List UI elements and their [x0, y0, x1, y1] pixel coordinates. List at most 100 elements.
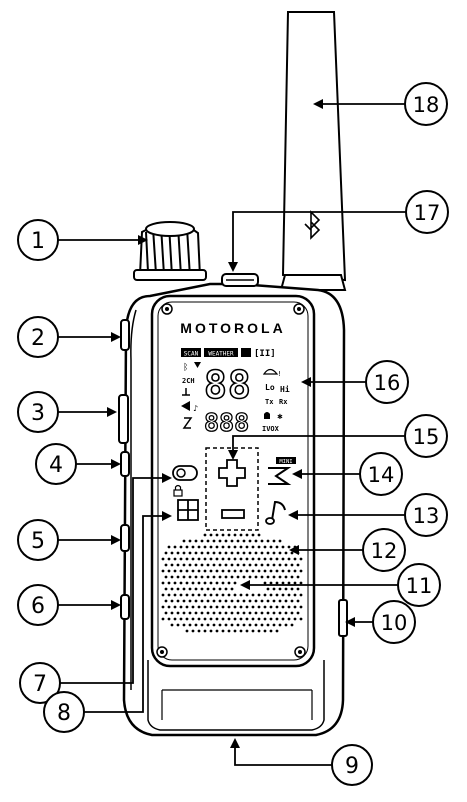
callout-17: 17	[405, 190, 449, 234]
grille-hole	[281, 545, 285, 549]
grille-hole	[257, 605, 261, 609]
grille-hole	[212, 575, 216, 579]
grille-hole	[194, 599, 198, 603]
grille-hole	[191, 605, 195, 609]
grille-hole	[242, 599, 246, 603]
grille-hole	[179, 581, 183, 585]
grille-hole	[290, 551, 294, 555]
grille-hole	[287, 581, 291, 585]
callout-7: 7	[19, 662, 61, 704]
callout-18: 18	[404, 82, 448, 126]
grille-hole	[299, 593, 303, 597]
grille-hole	[272, 599, 276, 603]
grille-hole	[167, 605, 171, 609]
power-key-icon	[172, 465, 198, 481]
grille-hole	[164, 611, 168, 615]
screw-bottom-right	[294, 646, 306, 658]
grille-hole	[203, 605, 207, 609]
grille-hole	[212, 563, 216, 567]
grille-hole	[209, 557, 213, 561]
svg-text:13: 13	[413, 504, 440, 528]
grille-hole	[221, 581, 225, 585]
callout-5: 5	[17, 519, 59, 561]
grille-hole	[239, 545, 243, 549]
grille-hole	[182, 551, 186, 555]
callout-11: 11	[397, 563, 441, 607]
grille-hole	[272, 587, 276, 591]
callouts: 1 2 3 4 5 6 7 8 9 10 11 12 13 14 15 16 1…	[17, 82, 449, 786]
grille-hole	[275, 605, 279, 609]
grille-hole	[170, 563, 174, 567]
grille-hole	[167, 593, 171, 597]
grille-hole	[299, 569, 303, 573]
grille-hole	[212, 611, 216, 615]
grille-hole	[269, 581, 273, 585]
grille-hole	[278, 587, 282, 591]
grille-hole	[182, 623, 186, 627]
grille-hole	[248, 611, 252, 615]
grille-hole	[272, 551, 276, 555]
grille-hole	[161, 617, 165, 621]
grille-hole	[239, 533, 243, 537]
grille-hole	[185, 617, 189, 621]
grille-hole	[248, 599, 252, 603]
grille-hole	[239, 629, 243, 633]
grille-hole	[236, 575, 240, 579]
lcd-code-digits: 888	[204, 408, 249, 437]
grille-hole	[263, 545, 267, 549]
grille-hole	[242, 623, 246, 627]
grille-hole	[164, 551, 168, 555]
grille-hole	[230, 575, 234, 579]
grille-hole	[185, 593, 189, 597]
grille-hole	[269, 629, 273, 633]
grille-hole	[173, 581, 177, 585]
menu-key-icon	[177, 499, 199, 521]
grille-hole	[257, 533, 261, 537]
lcd-hi-label: Hi	[280, 384, 290, 394]
grille-hole	[212, 623, 216, 627]
grille-hole	[173, 617, 177, 621]
grille-hole	[161, 605, 165, 609]
grille-hole	[182, 611, 186, 615]
grille-hole	[281, 593, 285, 597]
grille-hole	[191, 581, 195, 585]
grille-hole	[245, 545, 249, 549]
grille-hole	[227, 605, 231, 609]
grille-hole	[287, 569, 291, 573]
grille-hole	[179, 617, 183, 621]
grille-hole	[185, 545, 189, 549]
grille-hole	[293, 581, 297, 585]
grille-hole	[257, 545, 261, 549]
grille-hole	[170, 587, 174, 591]
svg-text:14: 14	[368, 463, 395, 487]
grille-hole	[290, 563, 294, 567]
grille-hole	[239, 557, 243, 561]
grille-hole	[224, 551, 228, 555]
grille-hole	[182, 599, 186, 603]
grille-hole	[275, 617, 279, 621]
grille-hole	[254, 599, 258, 603]
grille-hole	[203, 533, 207, 537]
svg-text:18: 18	[413, 93, 440, 117]
callout-1: 1	[17, 219, 59, 261]
grille-hole	[179, 557, 183, 561]
grille-hole	[209, 605, 213, 609]
grille-hole	[188, 575, 192, 579]
grille-hole	[206, 551, 210, 555]
grille-hole	[164, 563, 168, 567]
grille-hole	[269, 617, 273, 621]
svg-text:!: !	[278, 370, 281, 378]
grille-hole	[185, 581, 189, 585]
grille-hole	[233, 605, 237, 609]
grille-hole	[284, 575, 288, 579]
plus-key-icon	[218, 459, 246, 487]
grille-hole	[188, 539, 192, 543]
front-panel: MOTOROLA SCAN WEATHER [II] ᛒ 2CH ♪ 88 88…	[150, 294, 316, 668]
grille-hole	[236, 551, 240, 555]
grille-hole	[293, 617, 297, 621]
bluetooth-icon	[304, 210, 321, 240]
grille-hole	[197, 545, 201, 549]
grille-hole	[164, 599, 168, 603]
lcd-channel-digits: 88	[204, 363, 252, 407]
callout-16: 16	[365, 360, 409, 404]
